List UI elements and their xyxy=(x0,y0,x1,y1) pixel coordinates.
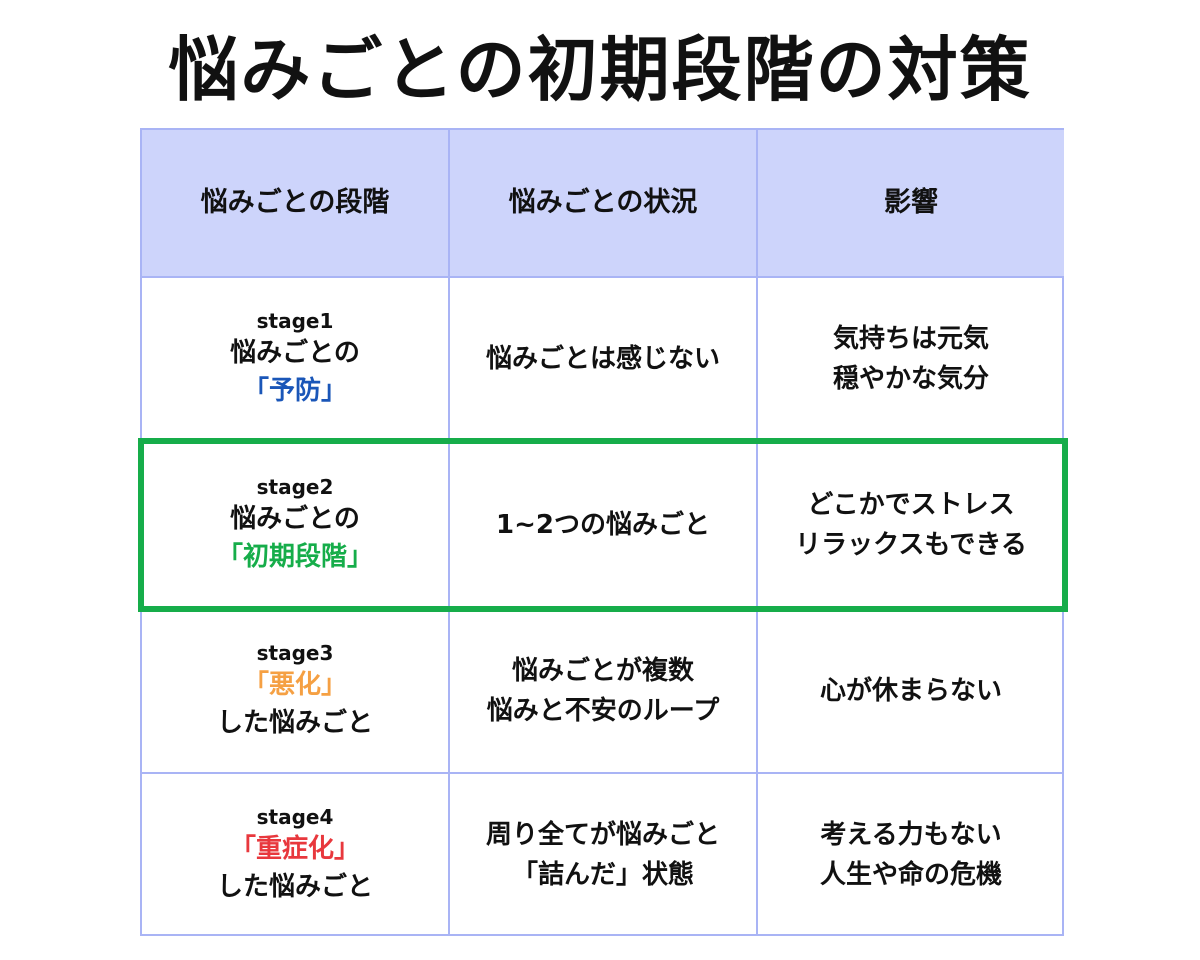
stage4-line-2: した悩みごと xyxy=(216,872,373,902)
stage3-situation-line-1: 悩みごとが複数 xyxy=(511,656,694,686)
stage3-situation: 悩みごとが複数 悩みと不安のループ xyxy=(448,608,756,772)
stage4-tag: stage4 xyxy=(256,805,334,829)
stages-table: 悩みごとの段階 悩みごとの状況 影響 stage1 悩みごとの 「予防」 悩みご… xyxy=(140,128,1064,936)
stage2-situation: 1~2つの悩みごと xyxy=(448,440,756,608)
stage4-impact-line-1: 考える力もない xyxy=(820,820,1002,850)
stage1-line-1: 悩みごとの xyxy=(230,338,360,368)
stage4-situation-line-2: 「詰んだ」状態 xyxy=(511,860,694,890)
stage2-line-2: 「初期段階」 xyxy=(216,542,373,572)
stage2-impact: どこかでストレス リラックスもできる xyxy=(756,440,1064,608)
stage3-cell: stage3 「悪化」 した悩みごと xyxy=(140,608,448,772)
stage4-situation: 周り全てが悩みごと 「詰んだ」状態 xyxy=(448,772,756,936)
stage2-cell: stage2 悩みごとの 「初期段階」 xyxy=(140,440,448,608)
stage2-tag: stage2 xyxy=(256,475,334,499)
header-stage: 悩みごとの段階 xyxy=(140,128,448,276)
stage4-impact: 考える力もない 人生や命の危機 xyxy=(756,772,1064,936)
stage3-line-1: 「悪化」 xyxy=(242,670,347,700)
stage2-situation-line-1: 1~2つの悩みごと xyxy=(496,510,710,540)
stage4-impact-line-2: 人生や命の危機 xyxy=(819,860,1002,890)
stage1-situation: 悩みごとは感じない xyxy=(448,276,756,440)
stage4-cell: stage4 「重症化」 した悩みごと xyxy=(140,772,448,936)
stage3-impact: 心が休まらない xyxy=(756,608,1064,772)
stage2-impact-line-2: リラックスもできる xyxy=(795,530,1027,560)
stage4-line-1: 「重症化」 xyxy=(229,834,360,864)
header-situation: 悩みごとの状況 xyxy=(448,128,756,276)
stage3-situation-line-2: 悩みと不安のループ xyxy=(486,696,720,726)
page-title: 悩みごとの初期段階の対策 xyxy=(168,29,1032,111)
stage1-situation-line-1: 悩みごとは感じない xyxy=(485,344,720,374)
stage2-impact-line-1: どこかでストレス xyxy=(807,490,1015,520)
header-impact: 影響 xyxy=(756,128,1064,276)
stage1-line-2: 「予防」 xyxy=(242,376,347,406)
stage4-situation-line-1: 周り全てが悩みごと xyxy=(485,820,720,850)
stage1-impact: 気持ちは元気 穏やかな気分 xyxy=(756,276,1064,440)
stage3-tag: stage3 xyxy=(256,641,334,665)
stage3-line-2: した悩みごと xyxy=(216,708,373,738)
stage1-impact-line-1: 気持ちは元気 xyxy=(832,324,989,354)
stage1-impact-line-2: 穏やかな気分 xyxy=(832,364,989,394)
stage1-tag: stage1 xyxy=(256,309,334,333)
stage1-cell: stage1 悩みごとの 「予防」 xyxy=(140,276,448,440)
stage2-line-1: 悩みごとの xyxy=(230,504,360,534)
stage3-impact-line-1: 心が休まらない xyxy=(819,676,1002,706)
